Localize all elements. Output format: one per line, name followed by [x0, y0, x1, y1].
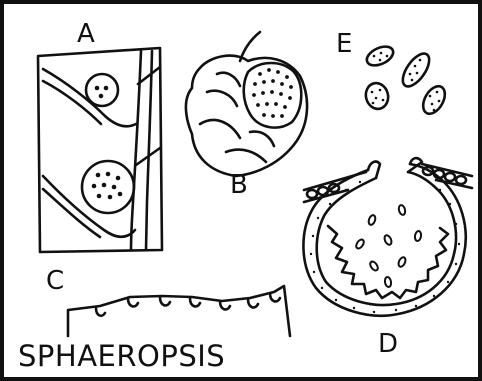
spore-2 [398, 49, 435, 90]
ostiole-left [368, 162, 380, 178]
panel-b-fruit [186, 32, 307, 176]
genus-caption: SPHAEROPSIS [18, 342, 225, 371]
panel-e-spores [363, 43, 449, 118]
bark-vein-main [131, 51, 141, 250]
fruit-wrinkle-3 [226, 150, 266, 162]
fruit-wrinkle-5 [250, 132, 274, 146]
panel-label-e: E [336, 31, 352, 57]
pycnidium-small-spores [95, 86, 109, 99]
panel-label-c: C [46, 268, 64, 294]
bark-branch-upper [43, 69, 136, 126]
fruit-stem [240, 32, 260, 61]
fruit-lesion-dots [252, 68, 293, 118]
pycnidium-small [86, 74, 118, 106]
bark-branch-lower-inner [43, 189, 100, 237]
fruit-wrinkle-2 [200, 120, 240, 138]
pycnidium-large [82, 161, 134, 213]
panel-label-d: D [378, 331, 398, 357]
bark-vein-side [146, 51, 152, 250]
fruit-wrinkle-4 [217, 73, 240, 86]
panel-label-b: B [230, 172, 248, 198]
panel-label-a: A [77, 21, 95, 47]
spore-1 [364, 43, 396, 69]
pycnidium-large-spores [92, 172, 123, 200]
panel-d-pycnidium-section [303, 158, 472, 316]
spore-3 [363, 81, 391, 112]
panel-c-bark-profile [68, 286, 290, 336]
fruit-wrinkle-1 [207, 91, 237, 106]
panel-a-bark-section [38, 48, 162, 252]
pycnidium-wall-stipple [310, 181, 460, 313]
bark-profile-outline [68, 286, 290, 336]
pycnidium-conidia [355, 204, 422, 287]
spore-4 [419, 83, 450, 118]
